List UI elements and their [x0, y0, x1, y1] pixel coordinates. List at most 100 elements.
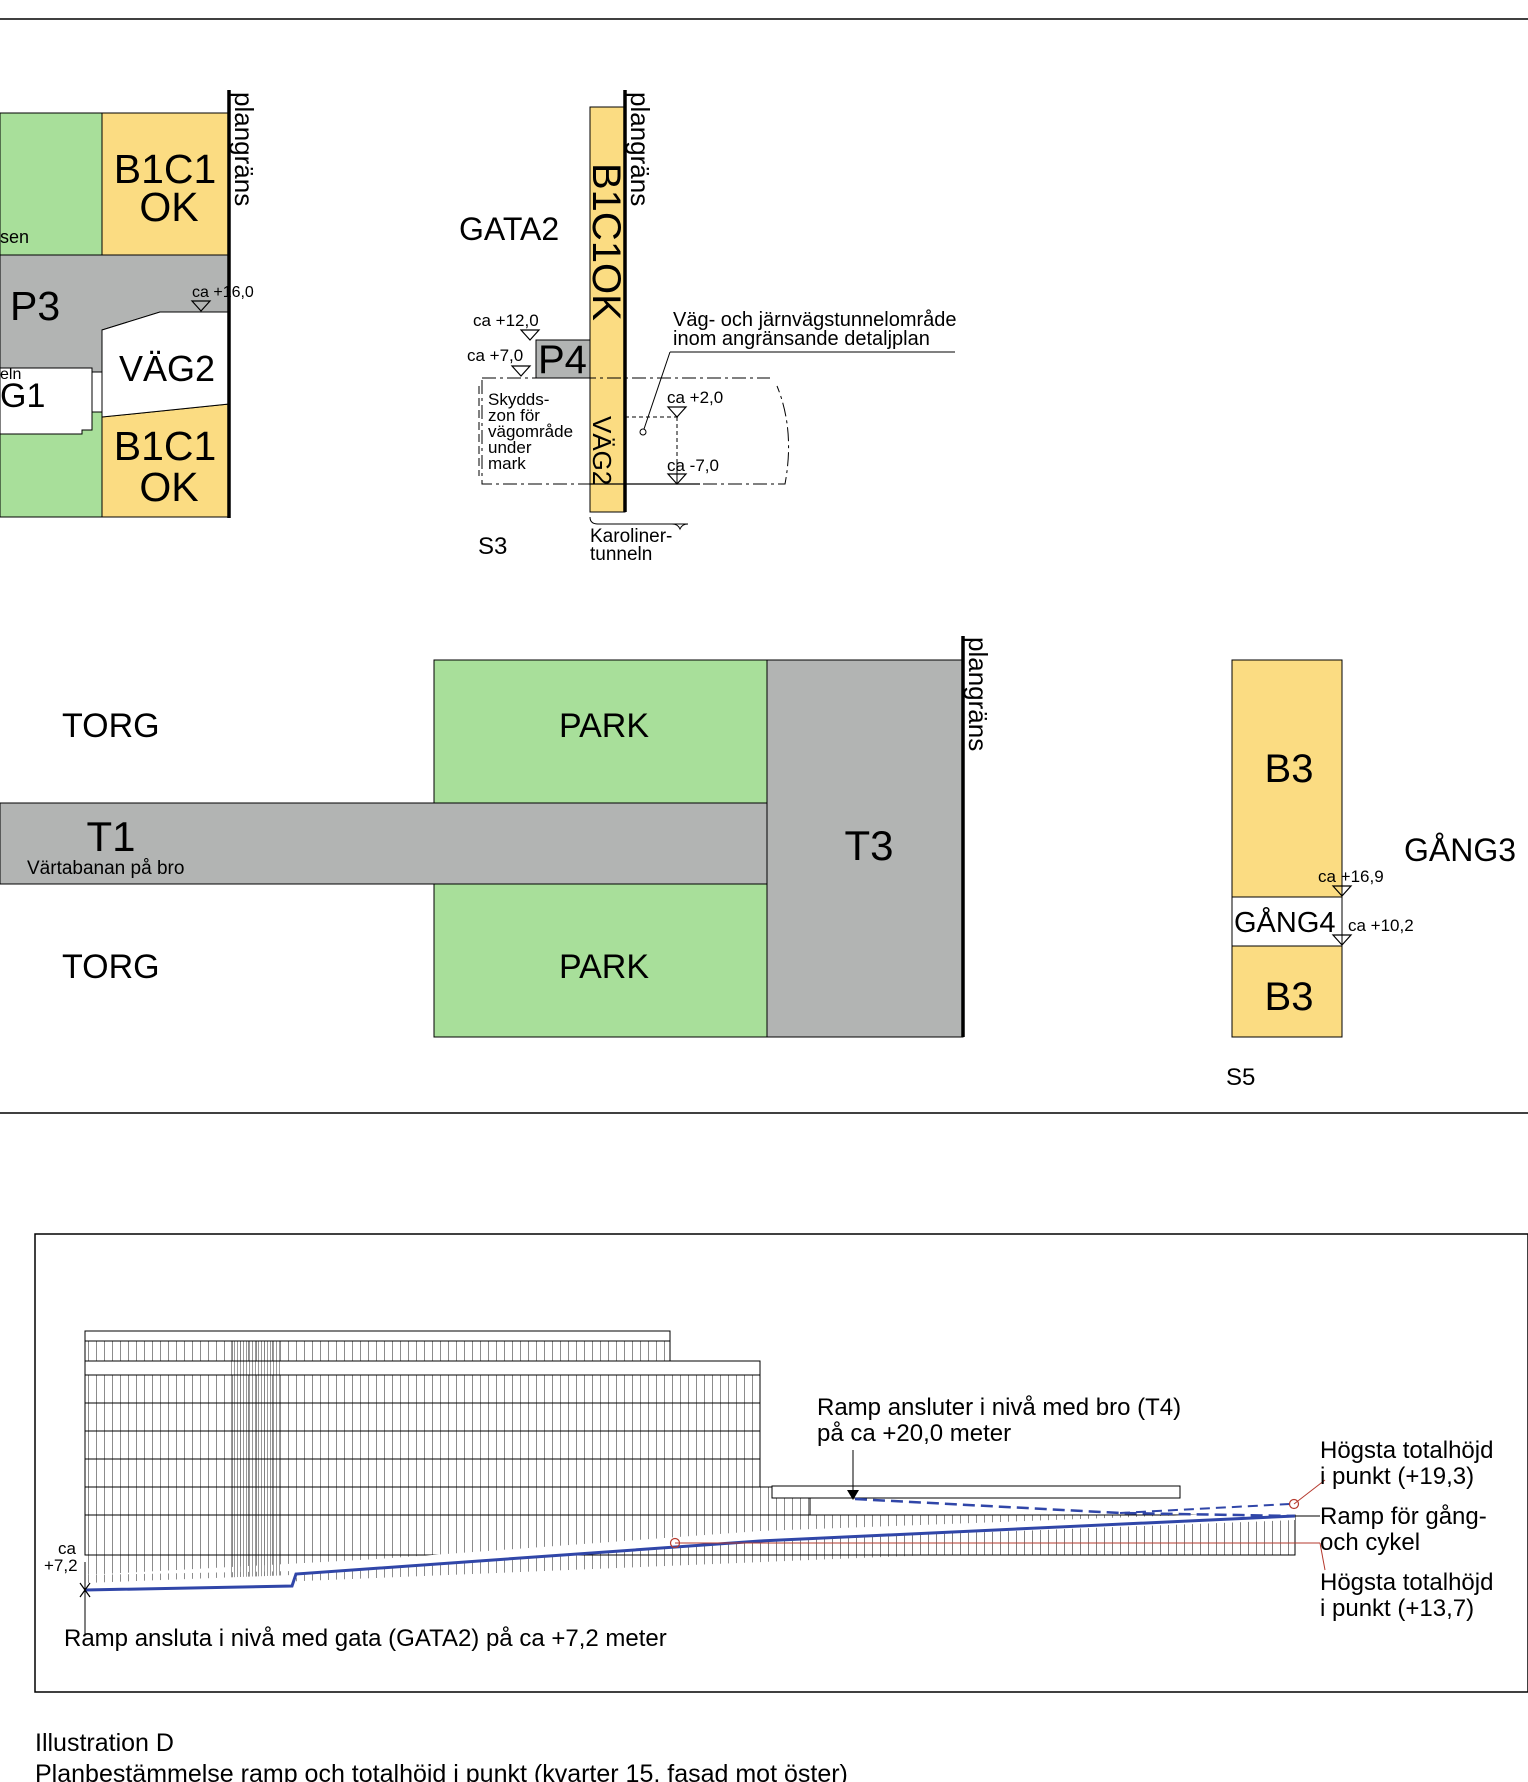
s4-torg-top-label: TORG — [62, 707, 160, 745]
building-floor-6 — [84, 1486, 811, 1516]
s5-level102-marker — [1331, 934, 1353, 946]
s5-gang3-label: GÅNG3 — [1404, 832, 1516, 868]
s5-level169-marker — [1331, 885, 1353, 897]
hogsta-193-line2: i punkt (+19,3) — [1320, 1463, 1474, 1490]
s3-tunnel-note-leader — [642, 351, 671, 433]
ca72-line2: +7,2 — [44, 1556, 78, 1575]
s1-b1c1-bottom-line2: OK — [139, 464, 198, 510]
s4-park-bottom — [433, 883, 768, 1038]
caption-subtitle: Planbestämmelse ramp och totalhöjd i pun… — [35, 1760, 848, 1782]
ramp-blue-dash-2 — [1119, 1503, 1291, 1514]
bridge-deck — [771, 1485, 1181, 1499]
building-floor-3 — [84, 1402, 761, 1432]
s3-protect-line1: Skydds- — [488, 390, 549, 409]
s3-tunnel-note-line2: inom angränsande detaljplan — [673, 328, 930, 350]
s3-vag2-label: VÄG2 — [587, 416, 617, 485]
s3-level7-label: ca +7,0 — [467, 346, 523, 365]
ramp-blue-dashed-line — [854, 1497, 1296, 1518]
red-leader-193 — [1293, 1479, 1326, 1505]
s1-b1c1-top-line2: OK — [139, 184, 198, 230]
s4-t1-area — [0, 802, 768, 885]
s4-park-top — [433, 659, 768, 804]
s3-level12-label: ca +12,0 — [473, 311, 539, 330]
s5-gang4-label: GÅNG4 — [1234, 906, 1336, 939]
s3-p4-label: P4 — [538, 338, 587, 382]
s1-b1c1-top-line1: B1C1 — [114, 146, 217, 192]
s1-b1c1-bottom-line1: B1C1 — [114, 423, 217, 469]
s3-gata2-label: GATA2 — [459, 211, 559, 247]
s3-section-label: S3 — [478, 533, 507, 560]
s4-boundary-label: plangräns — [963, 637, 993, 751]
ca72-line1: ca — [58, 1539, 77, 1558]
s5-b3-top — [1231, 659, 1343, 898]
building-floor-4 — [84, 1430, 761, 1460]
hogsta-193-line1: Högsta totalhöjd — [1320, 1437, 1493, 1464]
s1-p3-label: P3 — [10, 283, 60, 329]
arrow-ramp-t4 — [847, 1490, 859, 1500]
s5-b3-bottom-label: B3 — [1265, 975, 1314, 1019]
s1-level-marker — [190, 300, 212, 312]
section-s4: plangräns TORG TORG PARK PARK T1 Värtaba… — [0, 636, 993, 1038]
hogsta-137-line2: i punkt (+13,7) — [1320, 1595, 1474, 1622]
red-point-137 — [669, 1537, 681, 1549]
s3-tunnel-outline — [481, 380, 790, 485]
section-s1: plangräns B1C1 OK B1C1 OK sen P3 ca +16,… — [0, 90, 259, 518]
caption-title: Illustration D — [35, 1729, 174, 1757]
s1-partial-small-label: eln — [0, 366, 21, 383]
red-leader-137b — [1319, 1542, 1326, 1571]
s4-torg-bottom-label: TORG — [62, 948, 160, 986]
s3-tunnel-note-point — [639, 428, 647, 436]
section-s5: B3 GÅNG4 B3 GÅNG3 ca +16,9 ca +10,2 S5 — [1226, 659, 1516, 1091]
s5-b3-top-label: B3 — [1265, 747, 1314, 791]
s1-boundary-label: plangräns — [229, 92, 259, 206]
building-floor-1 — [84, 1340, 671, 1362]
red-point-193 — [1288, 1498, 1300, 1510]
s3-level7-marker — [510, 365, 532, 377]
s5-b3-bottom — [1231, 945, 1343, 1038]
ramp-gc-line1: Ramp för gång- — [1320, 1503, 1487, 1530]
s3-b1c1ok-strip — [589, 106, 626, 513]
building-floor-2 — [84, 1374, 761, 1404]
s4-park-bottom-label: PARK — [559, 948, 649, 986]
s5-level169-label: ca +16,9 — [1318, 867, 1384, 886]
s3-level2-label: ca +2,0 — [667, 388, 723, 407]
s3-p4-area — [535, 339, 591, 379]
s1-green-partial-label: sen — [0, 227, 29, 247]
elevation-frame — [34, 1233, 1528, 1693]
s3-karoliner-brace — [589, 516, 689, 531]
s3-strip-label: B1C1OK — [584, 163, 628, 321]
s4-t1-sub-label: Värtabanan på bro — [27, 858, 184, 879]
s5-level102-label: ca +10,2 — [1348, 916, 1414, 935]
s1-vag1-area — [0, 367, 93, 435]
s5-section-label: S5 — [1226, 1064, 1255, 1091]
building-roof-band — [84, 1330, 671, 1342]
s1-partial-big-label: G1 — [0, 377, 45, 415]
s3-level12-marker — [519, 329, 541, 341]
ramp-gata2-label: Ramp ansluta i nivå med gata (GATA2) på … — [64, 1625, 667, 1652]
s5-gang4-area — [1231, 896, 1343, 947]
s3-protect-line5: mark — [488, 454, 526, 473]
s3-levelm7-label: ca -7,0 — [667, 456, 719, 475]
s3-level2-marker — [666, 406, 688, 418]
building-band-2 — [84, 1360, 761, 1376]
ramp-underside-hatching — [85, 1515, 1295, 1590]
s4-park-top-label: PARK — [559, 707, 649, 745]
s3-protect-line2: zon för — [488, 406, 540, 425]
s3-protect-line3: vägområde — [488, 422, 573, 441]
s3-karoliner-line2: tunneln — [590, 544, 652, 565]
building-floor-5 — [84, 1458, 761, 1488]
section-s3: plangräns B1C1OK GATA2 ca +12,0 ca +7,0 … — [459, 90, 957, 565]
s3-tunnel-note-line1: Väg- och järnvägstunnelområde — [673, 309, 957, 331]
hogsta-137-line1: Högsta totalhöjd — [1320, 1569, 1493, 1596]
s3-boundary-label: plangräns — [625, 92, 655, 206]
ramp-t4-line2: på ca +20,0 meter — [817, 1420, 1011, 1447]
s4-t3-label: T3 — [844, 822, 893, 869]
ramp-t4-line1: Ramp ansluter i nivå med bro (T4) — [817, 1394, 1181, 1421]
ramp-gc-line2: och cykel — [1320, 1529, 1420, 1556]
ramp-blue-line — [84, 1514, 1296, 1592]
s1-b1c1-top — [101, 112, 230, 256]
s4-t3-area — [766, 659, 964, 1038]
s4-t1-label: T1 — [86, 813, 135, 860]
s3-karoliner-line1: Karoliner- — [590, 526, 672, 547]
